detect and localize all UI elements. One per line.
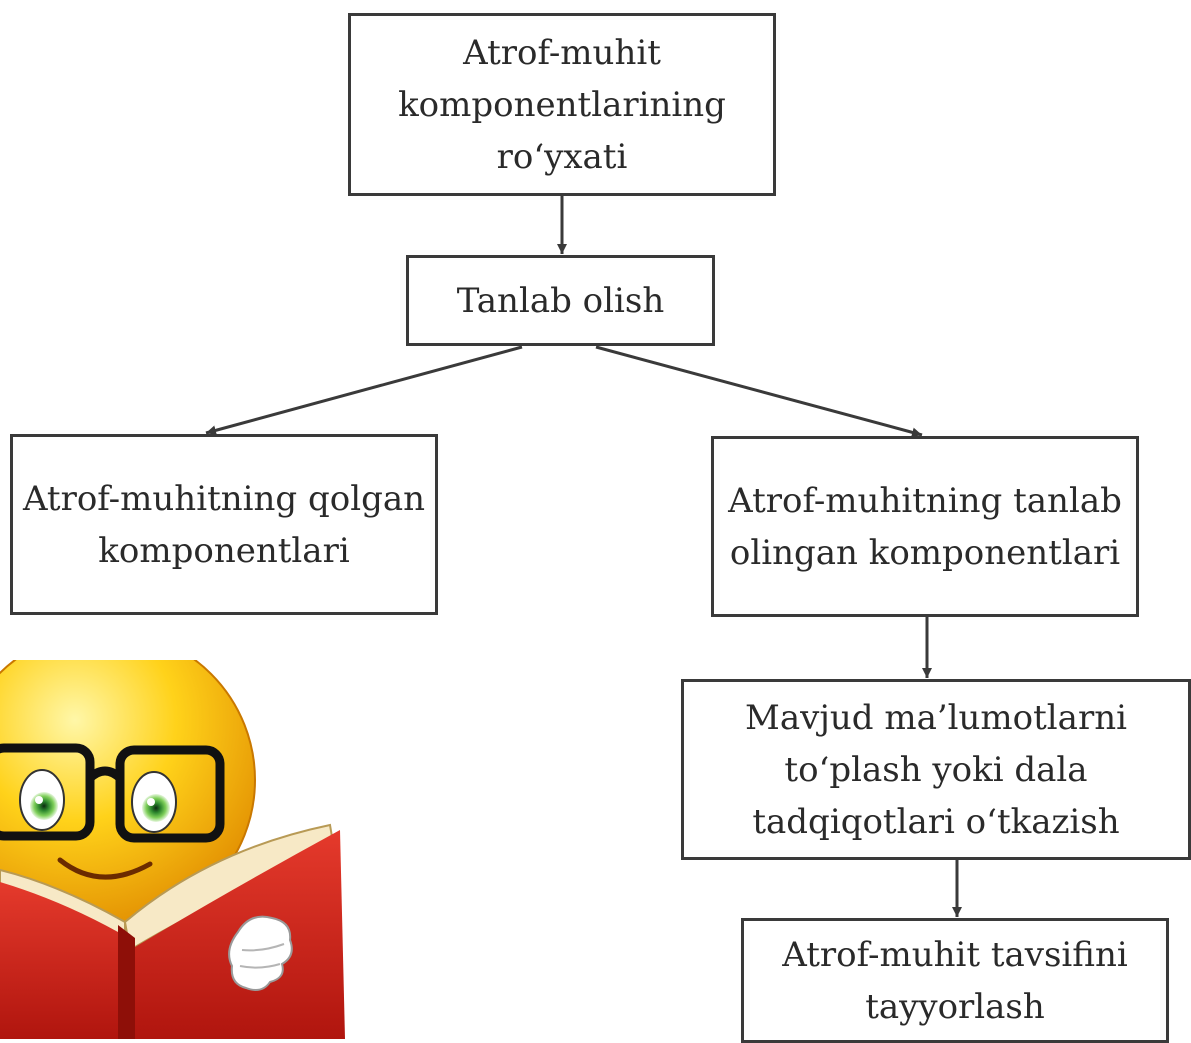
node-remaining-components: Atrof-muhitning qolgan komponentlari [10, 434, 438, 615]
node-data-collection: Mavjud ma’lumotlarni to‘plash yoki dala … [681, 679, 1191, 860]
node-prepare-description: Atrof-muhit tavsifini tayyorlash [741, 918, 1169, 1043]
node-remaining-components-text: Atrof-muhitning qolgan komponentlari [22, 478, 426, 571]
node-data-collection-text: Mavjud ma’lumotlarni to‘plash yoki dala … [745, 697, 1127, 842]
node-selection: Tanlab olish [406, 255, 715, 346]
node-selected-components-text: Atrof-muhitning tanlab olingan komponent… [728, 480, 1122, 573]
node-prepare-description-text: Atrof-muhit tavsifini tayyorlash [782, 934, 1128, 1027]
reading-emoji-icon [0, 660, 345, 1039]
node-components-list: Atrof-muhit komponentlarining ro‘yxati [348, 13, 776, 196]
node-components-list-text: Atrof-muhit komponentlarining ro‘yxati [398, 32, 726, 177]
arrow-select-to-selected [595, 345, 923, 438]
arrow-select-to-remaining [205, 345, 523, 436]
node-selected-components: Atrof-muhitning tanlab olingan komponent… [711, 436, 1139, 617]
node-selection-text: Tanlab olish [456, 280, 665, 321]
